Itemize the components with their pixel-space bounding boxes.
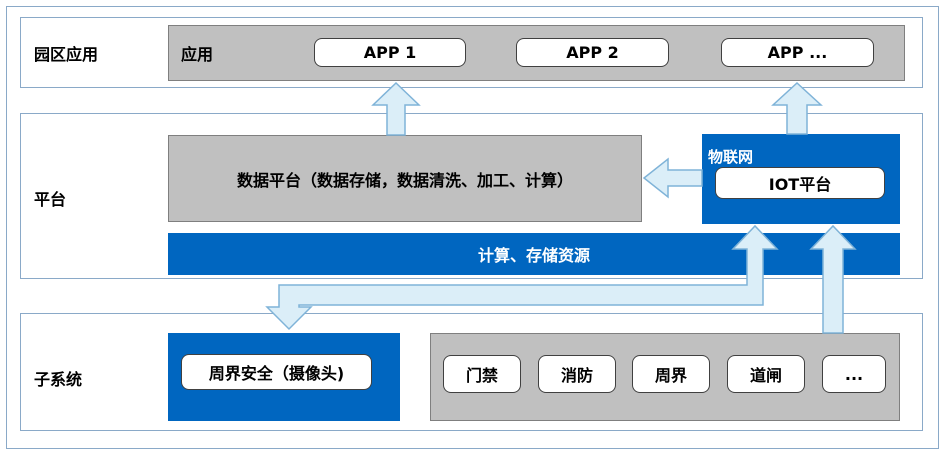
diagram-frame bbox=[6, 6, 939, 449]
subsystem-layer-label: 子系统 bbox=[34, 370, 83, 389]
subsystem-item-barrier-gate: 道闸 bbox=[727, 355, 805, 393]
subsystem-item-more: ... bbox=[822, 355, 886, 393]
perimeter-camera-label: 周界安全（摄像头) bbox=[181, 354, 372, 390]
subsystem-item-access-control: 门禁 bbox=[443, 355, 521, 393]
subsystem-item-perimeter: 周界 bbox=[632, 355, 710, 393]
subsystem-item-fire: 消防 bbox=[538, 355, 616, 393]
platform-layer-label: 平台 bbox=[34, 190, 67, 209]
arrow-up-data-to-app1 bbox=[371, 81, 421, 136]
arrow-iot-to-camera bbox=[265, 224, 779, 331]
arrow-up-iot-to-apps bbox=[771, 81, 823, 135]
arrow-up-subsystems-to-iot bbox=[809, 224, 857, 334]
iot-title: 物联网 bbox=[708, 148, 754, 166]
app-more-box: APP ... bbox=[721, 38, 874, 67]
app-2-box: APP 2 bbox=[516, 38, 669, 67]
resources-bar: 计算、存储资源 bbox=[168, 233, 900, 275]
arrow-left-iot-to-data bbox=[642, 157, 703, 199]
resources-label: 计算、存储资源 bbox=[477, 246, 590, 265]
iot-platform-box: IOT平台 bbox=[715, 167, 885, 199]
app-1-box: APP 1 bbox=[314, 38, 466, 67]
application-layer-label: 园区应用 bbox=[34, 45, 99, 64]
data-platform-label: 数据平台（数据存储，数据清洗、加工、计算） bbox=[236, 170, 573, 190]
application-panel-label: 应用 bbox=[181, 45, 214, 64]
data-platform-box: 数据平台（数据存储，数据清洗、加工、计算） bbox=[168, 135, 642, 222]
